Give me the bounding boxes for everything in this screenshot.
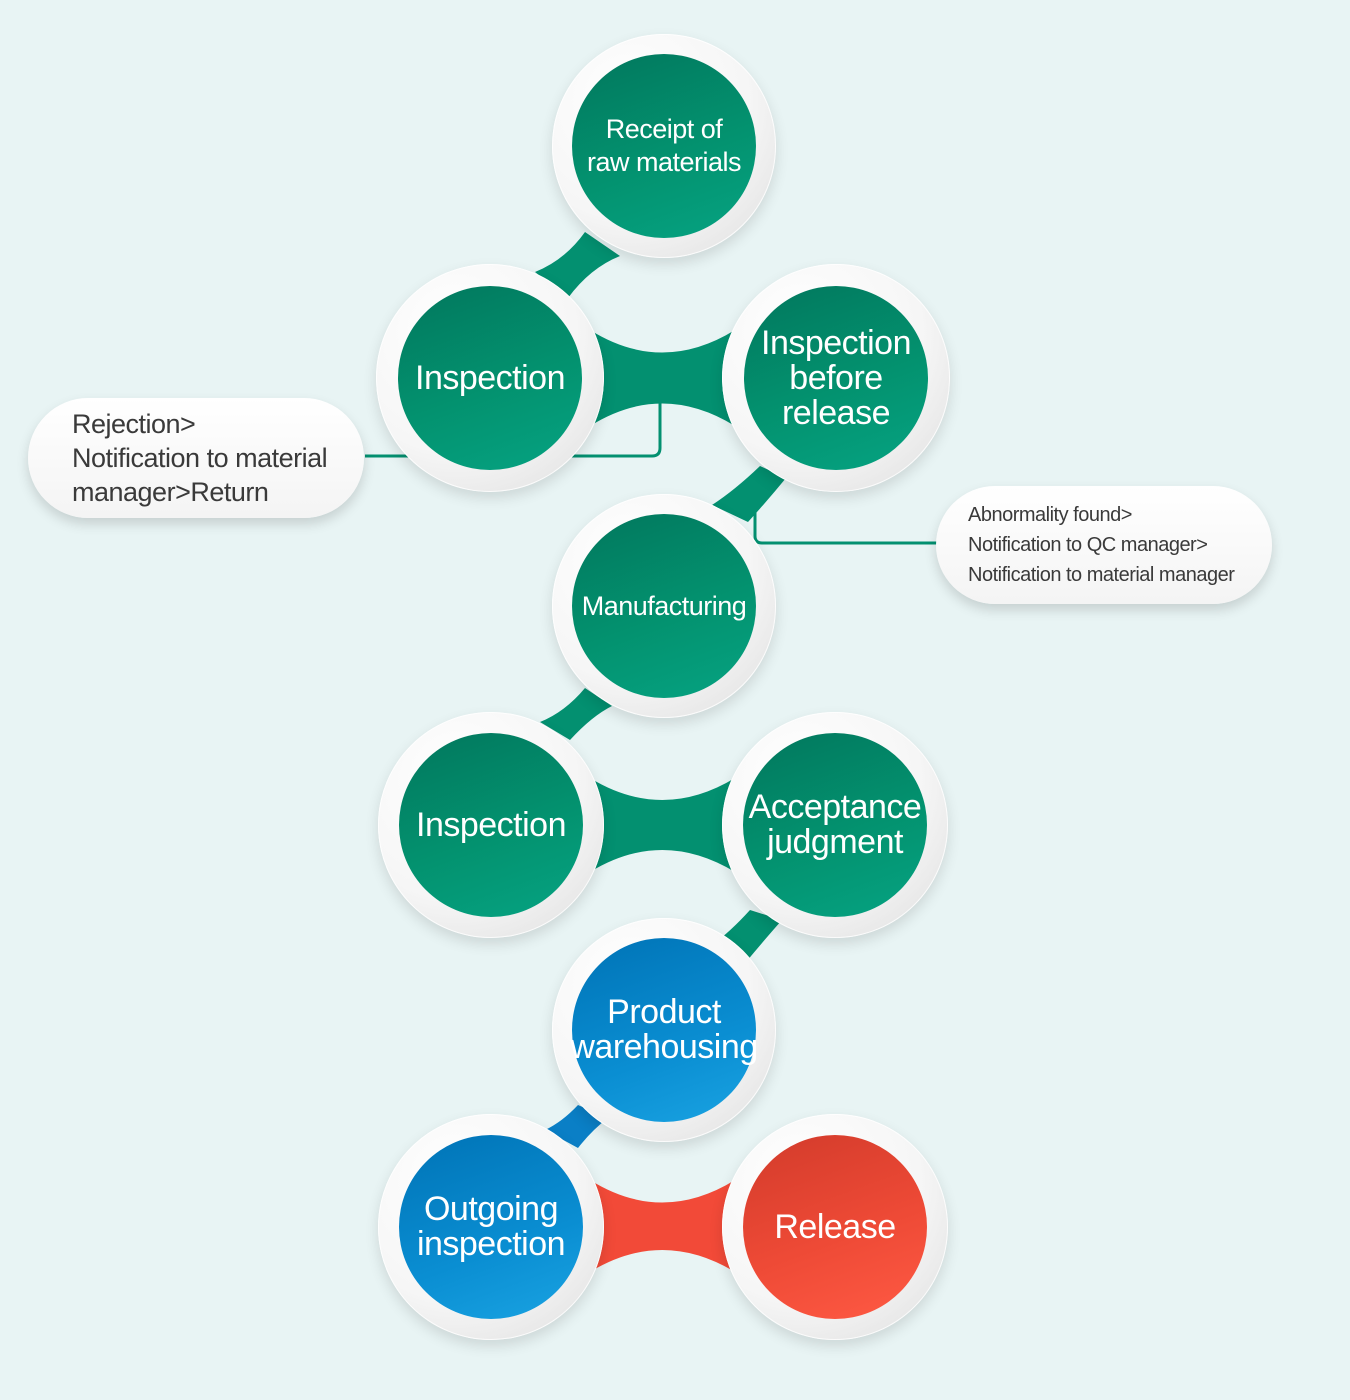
connector-inspection-acceptance — [590, 778, 735, 872]
node-outgoing-inspection: Outgoing inspection — [399, 1135, 583, 1319]
note-abnormality: Abnormality found> Notification to QC ma… — [936, 486, 1272, 604]
node-inspection-before-release: Inspection before release — [744, 286, 928, 470]
connector-manufacturing-inspection — [540, 688, 612, 740]
connector-before-release-manufacturing — [712, 466, 786, 522]
connector-outgoing-release — [590, 1180, 735, 1272]
note-abnormality-line-1: Abnormality found> — [968, 504, 1132, 526]
note-rejection-line-2: Notification to material — [72, 443, 328, 473]
note-rejection: Rejection> Notification to material mana… — [28, 398, 364, 518]
node-receipt-of-raw-materials: Receipt of raw materials — [572, 54, 756, 238]
node-inspection-1: Inspection — [398, 286, 582, 470]
note-abnormality-line-3: Notification to material manager — [968, 564, 1235, 586]
node-inspection-2: Inspection — [399, 733, 583, 917]
node-acceptance-judgment: Acceptance judgment — [743, 733, 927, 917]
note-rejection-line-3: manager>Return — [72, 477, 269, 507]
leader-line-rejection — [365, 390, 662, 458]
note-abnormality-line-2: Notification to QC manager> — [968, 534, 1208, 556]
connector-receipt-inspection — [535, 232, 620, 298]
node-manufacturing: Manufacturing — [572, 514, 756, 698]
note-rejection-line-1: Rejection> — [72, 409, 196, 439]
node-release: Release — [743, 1135, 927, 1319]
node-product-warehousing: Product warehousing — [570, 938, 758, 1122]
connector-inspection-before-release — [590, 330, 735, 426]
leader-line-abnormality — [753, 478, 940, 545]
